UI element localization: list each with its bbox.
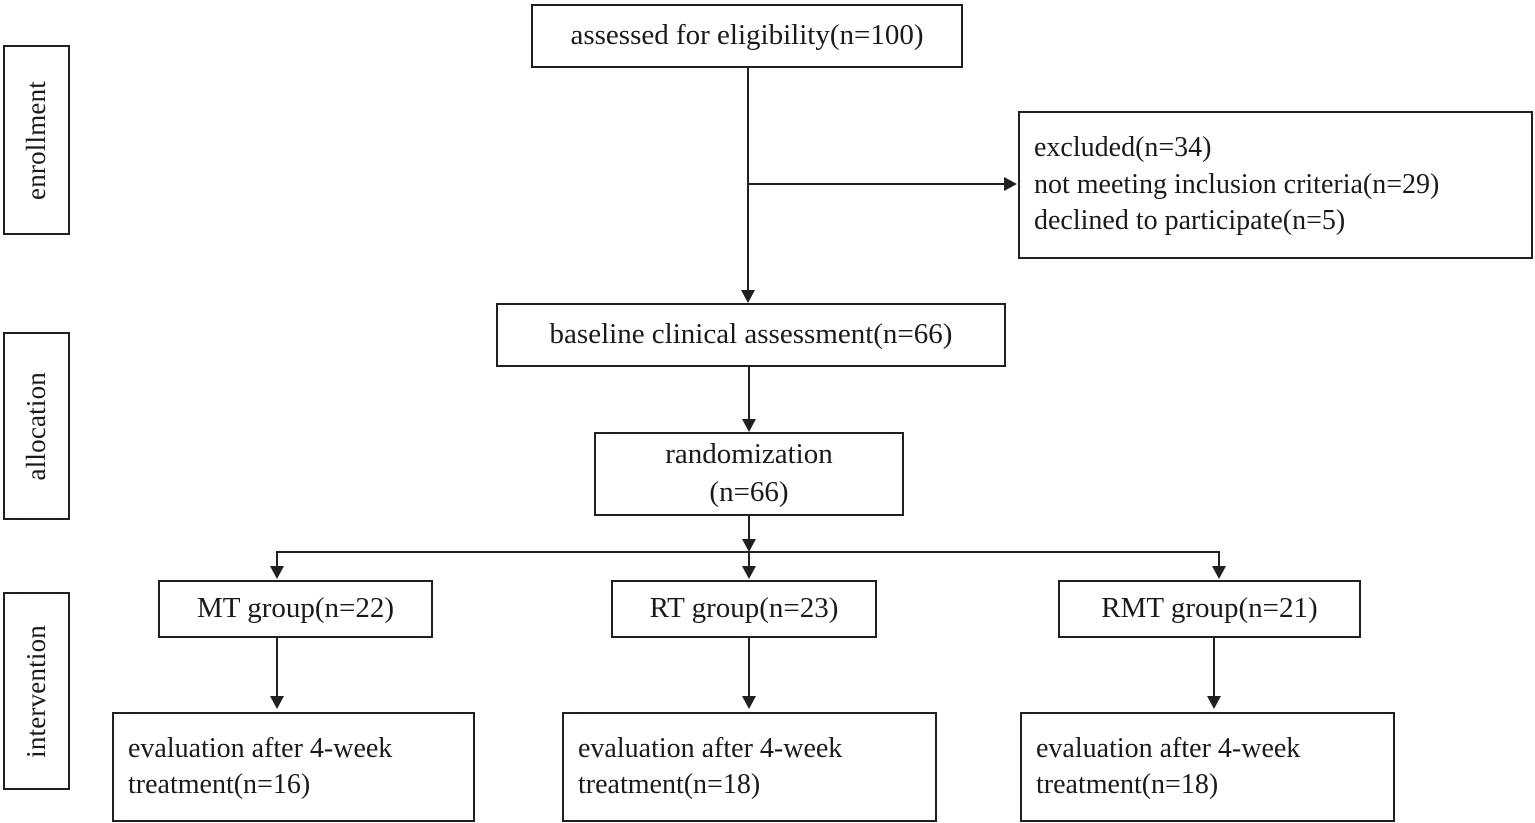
node-eval-mt-line-1: evaluation after 4-week [128, 732, 393, 764]
node-group-rmt: RMT group(n=21) [1058, 580, 1361, 638]
arrowhead-eval-mt [270, 696, 284, 709]
connector-group-rmt-to-eval [1213, 638, 1215, 696]
arrowhead-group-rt [742, 566, 756, 579]
stage-label-enrollment: enrollment [3, 45, 70, 235]
arrowhead-group-mt [270, 566, 284, 579]
node-group-rmt-label: RMT group(n=21) [1101, 592, 1318, 625]
connector-bus-to-group-rt [748, 551, 750, 567]
stage-label-intervention-text: intervention [21, 624, 51, 758]
stage-label-allocation-text: allocation [21, 371, 51, 481]
arrowhead-group-rmt [1212, 566, 1226, 579]
connector-bus-to-group-rmt [1218, 551, 1220, 567]
node-eval-rt: evaluation after 4-week treatment(n=18) [562, 712, 937, 822]
connector-assessed-to-baseline [747, 68, 749, 290]
node-excluded-line-3: declined to participate(n=5) [1034, 205, 1346, 237]
stage-label-intervention: intervention [3, 592, 70, 790]
node-randomization-line-2: (n=66) [709, 476, 789, 508]
node-group-mt: MT group(n=22) [158, 580, 433, 638]
arrowhead-split-bus [742, 539, 756, 552]
connector-assessed-to-excluded [747, 183, 1005, 185]
node-eval-rmt-line-2: treatment(n=18) [1036, 769, 1219, 800]
node-excluded-line-2: not meeting inclusion criteria(n=29) [1034, 168, 1440, 200]
node-assessed-for-eligibility: assessed for eligibility(n=100) [531, 4, 963, 68]
connector-bus-to-group-mt [276, 551, 278, 567]
arrowhead-eval-rmt [1207, 696, 1221, 709]
node-baseline-assessment-label: baseline clinical assessment(n=66) [549, 318, 953, 351]
node-eval-mt-label: evaluation after 4-week treatment(n=16) [114, 731, 473, 804]
node-group-mt-label: MT group(n=22) [196, 592, 395, 625]
node-eval-rmt-label: evaluation after 4-week treatment(n=18) [1022, 731, 1393, 804]
arrowhead-excluded [1004, 177, 1017, 191]
connector-randomization-to-bus [748, 516, 750, 539]
node-eval-mt-line-2: treatment(n=16) [128, 769, 311, 800]
connector-group-rt-to-eval [748, 638, 750, 696]
arrowhead-eval-rt [742, 696, 756, 709]
node-group-rt-label: RT group(n=23) [649, 592, 839, 625]
node-eval-mt: evaluation after 4-week treatment(n=16) [112, 712, 475, 822]
stage-label-allocation: allocation [3, 332, 70, 520]
node-eval-rt-label: evaluation after 4-week treatment(n=18) [564, 731, 935, 804]
arrowhead-baseline [741, 290, 755, 303]
connector-baseline-to-randomization [748, 367, 750, 419]
node-eval-rt-line-2: treatment(n=18) [578, 769, 761, 800]
node-randomization-label: randomization (n=66) [596, 436, 902, 511]
node-excluded-lines: excluded(n=34) not meeting inclusion cri… [1020, 130, 1531, 239]
node-baseline-assessment: baseline clinical assessment(n=66) [496, 303, 1006, 367]
node-randomization-line-1: randomization [665, 438, 833, 471]
connector-split-bus [276, 551, 1219, 553]
node-eval-rmt: evaluation after 4-week treatment(n=18) [1020, 712, 1395, 822]
node-excluded-line-1: excluded(n=34) [1034, 132, 1212, 164]
arrowhead-randomization [742, 419, 756, 432]
node-randomization: randomization (n=66) [594, 432, 904, 516]
node-eval-rmt-line-1: evaluation after 4-week [1036, 732, 1301, 764]
connector-group-mt-to-eval [276, 638, 278, 696]
node-assessed-for-eligibility-label: assessed for eligibility(n=100) [570, 19, 924, 52]
node-eval-rt-line-1: evaluation after 4-week [578, 732, 843, 764]
node-group-rt: RT group(n=23) [611, 580, 877, 638]
node-excluded: excluded(n=34) not meeting inclusion cri… [1018, 111, 1533, 259]
stage-label-enrollment-text: enrollment [21, 80, 51, 200]
